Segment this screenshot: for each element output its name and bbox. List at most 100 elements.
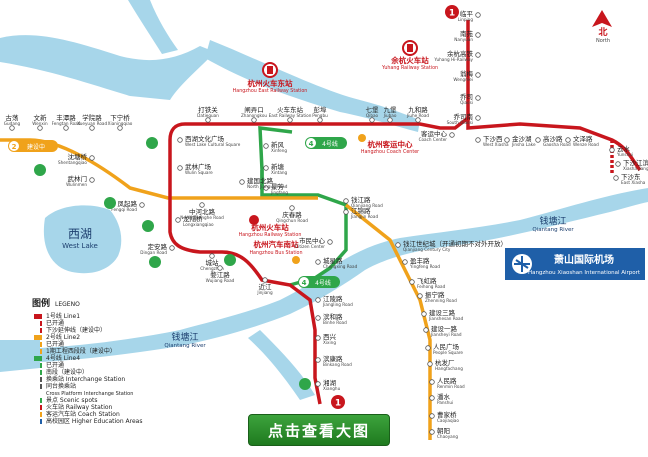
station-name-en: Jinsha Lake — [511, 142, 536, 147]
station-name: 南苑 — [460, 29, 474, 38]
line4-badge-top: 4 4号线 — [305, 137, 347, 149]
legend-label: 2号线 Line2 — [46, 333, 80, 341]
station-name: 学院路 — [82, 113, 102, 122]
legend-label: 1号线 Line1 — [46, 312, 80, 320]
station-name: 龙翔桥 — [183, 214, 203, 223]
legend-sublabel: Cross Platform Interchange Station — [46, 391, 133, 397]
station-name-en: Wulinmen — [66, 182, 87, 187]
station-dot — [423, 327, 429, 333]
west-lake-label: 西湖 — [68, 226, 92, 241]
station-name: 火车东站 — [277, 105, 304, 114]
station-name: 近江 — [259, 282, 273, 291]
legend-swatch — [34, 314, 42, 319]
station-name-en: South Qiaosi — [447, 120, 473, 125]
legend-swatch — [40, 349, 42, 354]
svg-text:萧山国际机场: 萧山国际机场 — [554, 253, 614, 266]
station-name: 滨康路 — [323, 354, 343, 363]
station-dot — [139, 202, 145, 208]
line1-badge-top: 1 — [445, 5, 459, 19]
station-dot — [613, 175, 619, 181]
legend-swatch — [40, 342, 42, 347]
station-name: 沈塘桥 — [68, 152, 88, 161]
station-name: 西湖文化广场 — [185, 134, 225, 143]
station-name: 乔司南 — [454, 112, 474, 121]
station-dot — [415, 117, 421, 123]
station-name: 九堡 — [384, 105, 398, 114]
station-dot — [395, 242, 401, 248]
station-name-en: Yuhang Hi-Railway — [433, 57, 473, 62]
station-name: 下宁桥 — [110, 113, 130, 122]
legend-label: 客运汽车站 Coach Station — [46, 410, 120, 418]
legend-item: 换乘站 Interchange Station — [40, 375, 125, 383]
station-name: 下沙东 — [621, 172, 641, 181]
station-dot — [429, 395, 435, 401]
station-dot — [289, 205, 295, 211]
station-name-en: Jiangjin Road — [350, 214, 378, 219]
station-name: 文泽路 — [573, 134, 593, 143]
station-dot — [169, 245, 175, 251]
station-name-en: Wulin Square — [185, 170, 213, 175]
svg-text:杭州客运中心: 杭州客运中心 — [368, 139, 413, 149]
legend-label: 同台换乘站 — [46, 382, 76, 390]
station-name-en: Chengxing Road — [323, 264, 358, 269]
svg-text:Hangzhou East Railway Station: Hangzhou East Railway Station — [233, 88, 308, 94]
station-name: 打铁关 — [198, 105, 218, 114]
station-name: 城站 — [206, 258, 220, 267]
line2-badge: 2 建设中 — [8, 140, 58, 152]
station-name-en: Wujiang Road — [206, 278, 235, 283]
station-dot — [429, 429, 435, 435]
station-name: 钱江世纪城（开通初期不对外开放） — [403, 239, 507, 248]
svg-text:余杭火车站: 余杭火车站 — [390, 55, 429, 65]
svg-text:杭州汽车南站: 杭州汽车南站 — [254, 239, 299, 249]
line-4 — [258, 126, 348, 287]
north-compass: 北 North — [592, 10, 612, 44]
view-large-map-button[interactable]: 点击查看大图 — [248, 414, 390, 446]
station-name-en: Xiasha Jiangbin — [623, 166, 648, 171]
compass-label: 北 — [598, 26, 607, 38]
station-name-en: Qibao — [366, 113, 379, 118]
station-dot — [263, 185, 269, 191]
station-name: 金沙湖 — [512, 134, 532, 143]
svg-text:Hangzhou Railway Station: Hangzhou Railway Station — [239, 232, 302, 238]
station-name-en: Gudang — [4, 121, 21, 126]
station-name: 云水 — [617, 144, 631, 153]
station-dot — [475, 72, 481, 78]
station-name-en: Yunshui — [616, 152, 633, 157]
station-name: 彭埠 — [314, 105, 328, 114]
station-name-en: People Square — [433, 350, 463, 355]
station-name-en: Binkang Road — [323, 362, 352, 367]
legend-item: 已开通 — [40, 319, 64, 327]
station-dot — [315, 297, 321, 303]
station-dot — [9, 125, 15, 131]
station-dot — [251, 117, 257, 123]
legend-label: 南段（建设中） — [46, 368, 88, 376]
station-name: 西兴 — [323, 332, 337, 341]
station-dot — [89, 177, 95, 183]
station-name-en: Xianghu — [323, 386, 341, 391]
line1-badge-bottom: 1 — [331, 395, 345, 409]
station-dot — [262, 277, 268, 283]
station-dot — [175, 217, 181, 223]
